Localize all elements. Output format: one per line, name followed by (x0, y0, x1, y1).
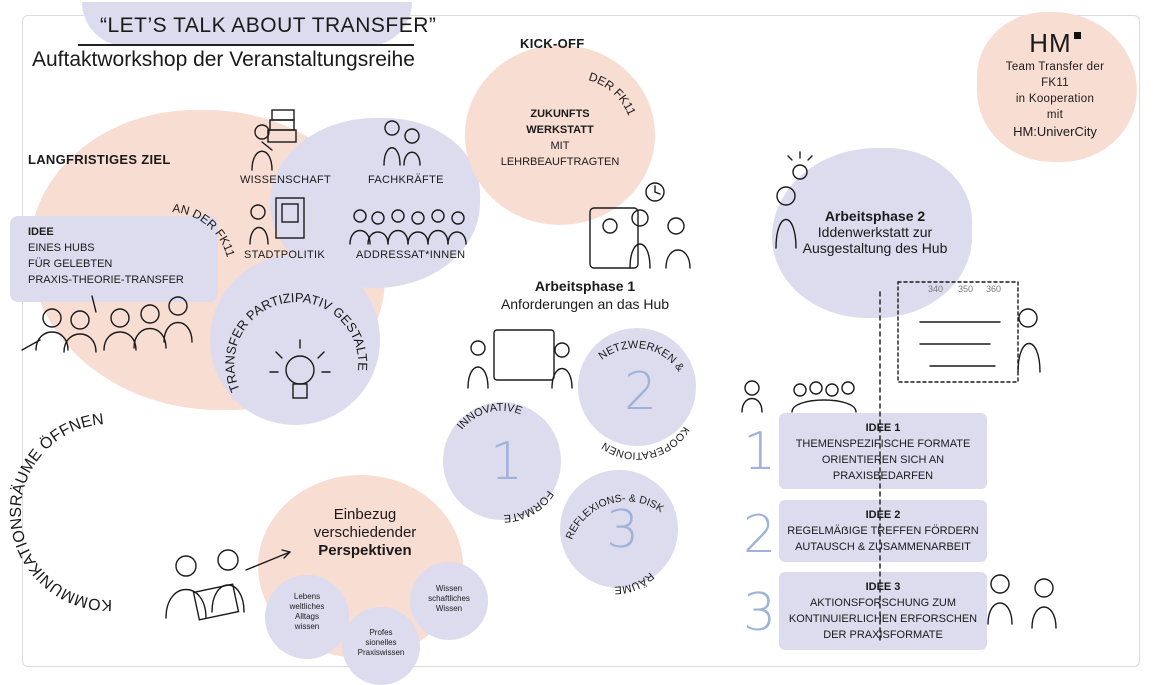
idea-1-box: IDEE 1 THEMENSPEZIFISCHE FORMATE ORIENTI… (779, 413, 987, 489)
logo-line-4: mit (1046, 109, 1064, 121)
idea-1-line-2: ORIENTIEREN SICH AN (821, 454, 945, 466)
stakeholder-addressees: ADDRESSAT*INNEN (356, 249, 466, 261)
hm-logo-text: HM (1029, 28, 1072, 58)
goal-heading: LANGFRISTIGES ZIEL (28, 152, 171, 167)
kickoff-blob (465, 45, 655, 225)
phase2-title: Arbeitsphase 2 (824, 208, 926, 224)
logo-line-3: in Kooperation (1015, 93, 1095, 105)
idea-hub-box: IDEE EINES HUBS FÜR GELEBTEN PRAXIS-THEO… (10, 216, 218, 302)
idea-hub-line-3: PRAXIS-THEORIE-TRANSFER (28, 274, 184, 286)
idea-2-box: IDEE 2 REGELMÄẞIGE TREFFEN FÖRDERN AUTAU… (779, 500, 987, 562)
kickoff-heading: KICK-OFF (520, 36, 585, 51)
kickoff-line-2: WERKSTATT (526, 124, 594, 136)
perspectives-line-2: verschiedender (313, 524, 417, 541)
perspective-c-line-1: Wissen (435, 584, 463, 593)
phase1-circle-3 (560, 470, 678, 588)
idea-hub-line-2: FÜR GELEBTEN (28, 258, 113, 270)
idea-3-title: IDEE 3 (865, 581, 901, 593)
idea-3-box: IDEE 3 AKTIONSFORSCHUNG ZUM KONTINUIERLI… (779, 572, 987, 650)
perspective-c-line-3: Wissen (435, 604, 463, 613)
title-band (82, 2, 412, 46)
stakeholder-city-politics: STADTPOLITIK (244, 249, 326, 261)
kickoff-text: ZUKUNFTS WERKSTATT MIT LEHRBEAUFTRAGTEN (500, 106, 620, 170)
logo-block: HM Team Transfer der FK11 in Kooperation… (990, 28, 1120, 141)
phase1-subtitle: Anforderungen an das Hub (500, 296, 670, 312)
perspective-circle-b-text: Profes sionelles Praxiswissen (342, 628, 420, 658)
idea-1-line-1: THEMENSPEZIFISCHE FORMATE (795, 438, 971, 450)
idea-1-title: IDEE 1 (865, 422, 901, 434)
page-title: “LET’S TALK ABOUT TRANSFER” (100, 14, 437, 37)
perspective-c-line-2: schaftliches (428, 594, 470, 603)
perspectives-line-1: Einbezug (333, 506, 397, 523)
page-subtitle: Auftaktworkshop der Veranstaltungsreihe (32, 48, 415, 71)
perspectives-line-3: Perspektiven (318, 542, 412, 559)
idea-3-line-3: DER PRAXISFORMATE (823, 629, 943, 641)
perspective-b-line-2: sionelles (365, 638, 397, 647)
phase1-num-1: 1 (490, 432, 524, 492)
idea-2-line-1: REGELMÄẞIGE TREFFEN FÖRDERN (787, 525, 979, 537)
idea-2-number: 2 (743, 505, 777, 565)
phase1-num-3: 3 (606, 500, 640, 560)
perspective-circle-bg-1 (265, 575, 349, 659)
perspective-a-line-4: wissen (294, 622, 320, 631)
logo-line-2: FK11 (1041, 77, 1069, 89)
title-underline (78, 44, 414, 46)
idea-2-line-2: AUTAUSCH & ZUSAMMENARBEIT (795, 541, 971, 553)
idea-hub-line-1: EINES HUBS (28, 242, 95, 254)
phase2-line-1: Iddenwerkstatt zur (817, 224, 933, 240)
phase1-circle-1 (443, 402, 561, 520)
idea-1-number: 1 (743, 422, 777, 482)
perspective-a-line-2: weltliches (289, 602, 325, 611)
idea-3-line-2: KONTINUIERLICHEN ERFORSCHEN (788, 613, 978, 625)
perspectives-text: Einbezug verschiedender Perspektiven (300, 506, 430, 560)
idea-hub-title: IDEE (28, 226, 54, 238)
logo-line-1: Team Transfer der (1005, 61, 1105, 73)
stakeholder-professionals: FACHKRÄFTE (368, 174, 444, 186)
phase1-circle-2 (578, 328, 696, 446)
idea-2-title: IDEE 2 (865, 509, 901, 521)
hm-logo-square (1073, 32, 1081, 39)
logo-blob (977, 12, 1137, 162)
stakeholder-science: WISSENSCHAFT (240, 174, 331, 186)
participative-blob (210, 255, 380, 425)
perspective-a-line-1: Lebens (293, 592, 321, 601)
hm-logo: HM (990, 28, 1120, 59)
phase1-title: Arbeitsphase 1 (534, 278, 636, 294)
kickoff-line-4: LEHRBEAUFTRAGTEN (500, 156, 620, 168)
phase1-header: Arbeitsphase 1 Anforderungen an das Hub (460, 278, 710, 312)
partner-logo: HM:UniverCity (1013, 124, 1097, 139)
phase1-num-2: 2 (624, 362, 658, 422)
perspective-circle-c-text: Wissen schaftliches Wissen (410, 584, 488, 614)
idea-1-line-3: PRAXISBEDARFEN (832, 470, 934, 482)
perspective-b-line-1: Profes (369, 628, 393, 637)
perspective-circle-a-text: Lebens weltliches Alltags wissen (265, 592, 349, 632)
idea-3-line-1: AKTIONSFORSCHUNG ZUM (809, 597, 957, 609)
kickoff-line-3: MIT (550, 140, 570, 152)
perspective-a-line-3: Alltags (294, 612, 319, 621)
kickoff-line-1: ZUKUNFTS (530, 108, 590, 120)
idea-3-number: 3 (743, 583, 777, 643)
perspective-circle-bg-3 (410, 562, 488, 640)
phase2-header: Arbeitsphase 2 Iddenwerkstatt zur Ausges… (780, 208, 970, 256)
perspective-b-line-3: Praxiswissen (357, 648, 405, 657)
phase2-line-2: Ausgestaltung des Hub (802, 240, 948, 256)
